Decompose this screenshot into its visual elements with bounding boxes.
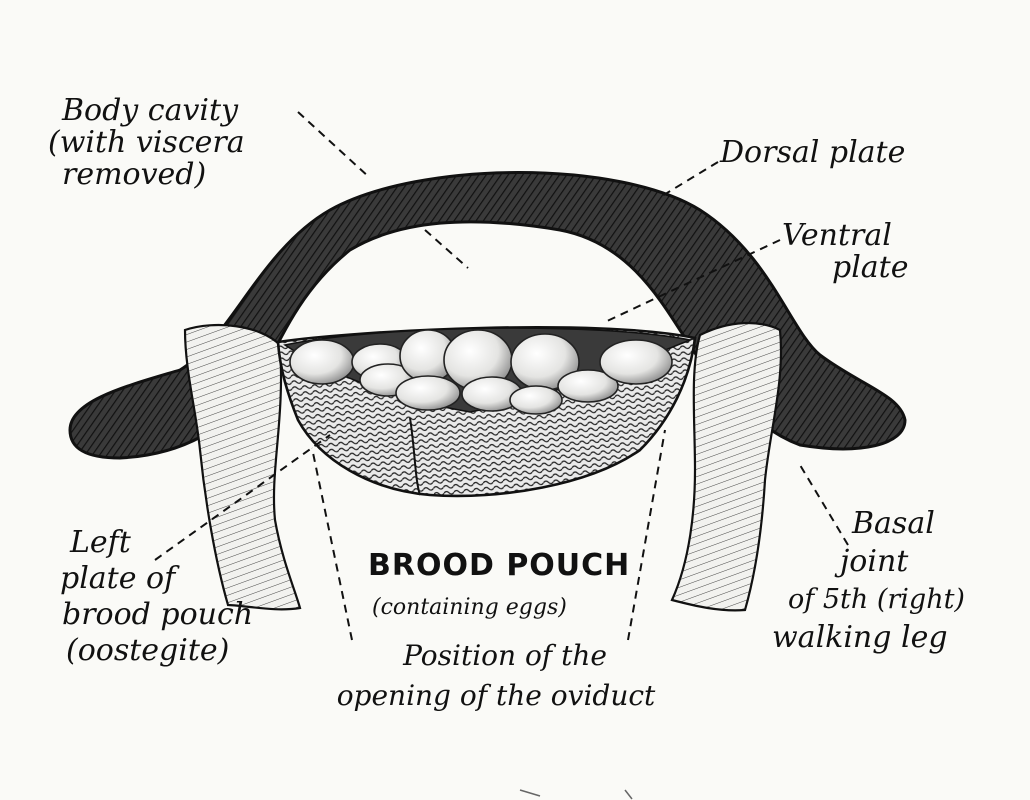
mark xyxy=(625,790,632,799)
brood-pouch-title: BROOD POUCH xyxy=(368,548,630,583)
egg xyxy=(396,376,460,410)
leader-dorsal-plate xyxy=(662,162,718,196)
leader-body-cavity xyxy=(298,112,370,178)
egg xyxy=(600,340,672,384)
label-oviduct: Position of the opening of the oviduct xyxy=(306,636,686,716)
mark xyxy=(520,790,540,796)
egg xyxy=(510,386,562,414)
leader-body-cavity-inner xyxy=(425,230,468,268)
label-basal-joint: Basal joint of 5th (right) walking leg xyxy=(770,505,965,657)
label-body-cavity: Body cavity (with viscera removed) xyxy=(48,95,245,191)
brood-pouch-subtitle: (containing eggs) xyxy=(372,595,567,620)
leader-oviduct-left xyxy=(312,448,352,640)
label-ventral-plate: Ventral plate xyxy=(782,220,909,284)
egg xyxy=(290,340,354,384)
label-left-plate: Left plate of brood pouch (oostegite) xyxy=(58,525,253,669)
label-dorsal-plate: Dorsal plate xyxy=(720,137,905,169)
leader-oviduct-right xyxy=(628,430,665,640)
